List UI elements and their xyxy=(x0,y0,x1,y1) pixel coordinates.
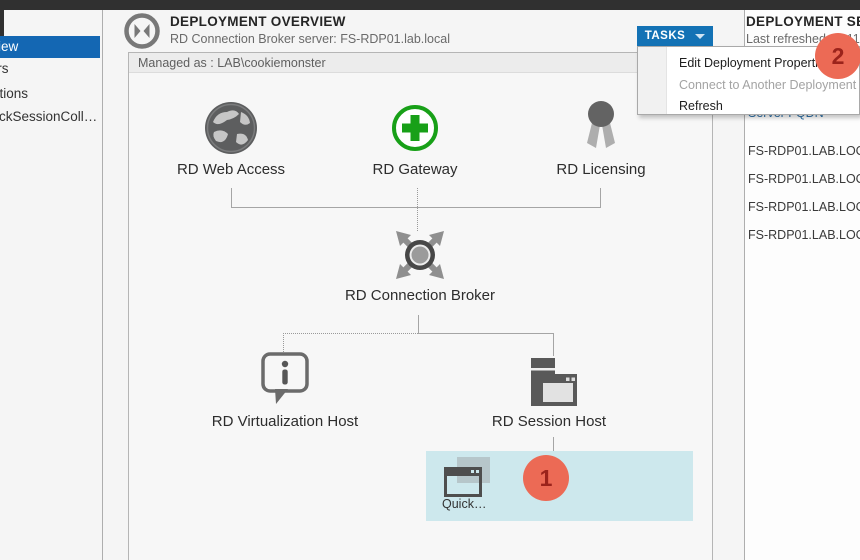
left-edge-dark-strip xyxy=(0,10,4,37)
tasks-button[interactable]: TASKS xyxy=(637,26,713,46)
sidebar-item-label: Servers xyxy=(0,58,100,80)
connector-line xyxy=(553,437,554,451)
rd-connection-broker-icon broker-arrows-icon[interactable] xyxy=(394,229,446,286)
node-label-rd-licensing: RD Licensing xyxy=(491,161,711,178)
rd-web-access-icon globe-icon[interactable] xyxy=(204,101,258,160)
node-label-rd-virtualization-host: RD Virtualization Host xyxy=(175,413,395,430)
sidebar-item-collections[interactable]: Collections xyxy=(0,83,100,105)
rd-virtualization-host-icon info-bubble-icon[interactable] xyxy=(257,350,313,413)
sidebar-item-servers[interactable]: Servers xyxy=(0,58,100,80)
page-title: DEPLOYMENT OVERVIEW xyxy=(170,14,346,29)
connector-line xyxy=(231,207,601,208)
sidebar-item-overview[interactable]: Overview xyxy=(0,36,100,58)
connector-line xyxy=(418,333,553,334)
collection-windows-pair-icon[interactable] xyxy=(442,455,494,502)
sidebar-divider xyxy=(102,10,103,560)
deployment-overview-icon xyxy=(123,12,161,55)
tasks-button-label: TASKS xyxy=(645,30,686,42)
connector-line xyxy=(231,188,232,207)
managed-as-bar: Managed as : LAB\cookiemonster xyxy=(129,53,712,73)
window-top-bar xyxy=(0,0,860,10)
node-label-rd-session-host: RD Session Host xyxy=(439,413,659,430)
table-row[interactable]: FS-RDP01.LAB.LOCAL xyxy=(748,200,860,214)
collection-name-label: QuickSessionCollection xyxy=(442,497,494,511)
connector-line-dotted xyxy=(417,188,418,231)
menu-item-refresh[interactable]: Refresh xyxy=(679,95,723,117)
deployment-servers-title: DEPLOYMENT SERVERS xyxy=(746,14,860,29)
node-label-rd-connection-broker: RD Connection Broker xyxy=(310,287,530,304)
connector-line xyxy=(600,188,601,207)
rd-licensing-icon medal-icon[interactable] xyxy=(583,100,619,159)
connector-line xyxy=(553,333,554,356)
rd-gateway-add-icon green-plus-icon[interactable] xyxy=(391,104,439,157)
menu-item-edit-deployment-properties[interactable]: Edit Deployment Properties xyxy=(679,52,831,74)
table-row[interactable]: FS-RDP01.LAB.LOCAL xyxy=(748,228,860,242)
annotation-badge-2: 2 xyxy=(815,33,860,79)
sidebar-item-label: QuickSessionCollection xyxy=(0,106,100,128)
table-row[interactable]: FS-RDP01.LAB.LOCAL xyxy=(748,144,860,158)
sidebar-item-label: Collections xyxy=(0,83,100,105)
chevron-down-icon xyxy=(695,34,705,39)
sidebar-item-quicksessioncollection[interactable]: QuickSessionCollection xyxy=(0,106,100,128)
table-row[interactable]: FS-RDP01.LAB.LOCAL xyxy=(748,172,860,186)
connector-line-dotted xyxy=(283,333,418,334)
rd-session-host-icon server-window-icon[interactable] xyxy=(528,356,578,413)
sidebar-item-label: Overview xyxy=(0,36,100,58)
page-subtitle: RD Connection Broker server: FS-RDP01.la… xyxy=(170,32,450,46)
menu-icon-gutter xyxy=(638,47,667,114)
connector-line xyxy=(418,315,419,333)
annotation-badge-1: 1 xyxy=(523,455,569,501)
